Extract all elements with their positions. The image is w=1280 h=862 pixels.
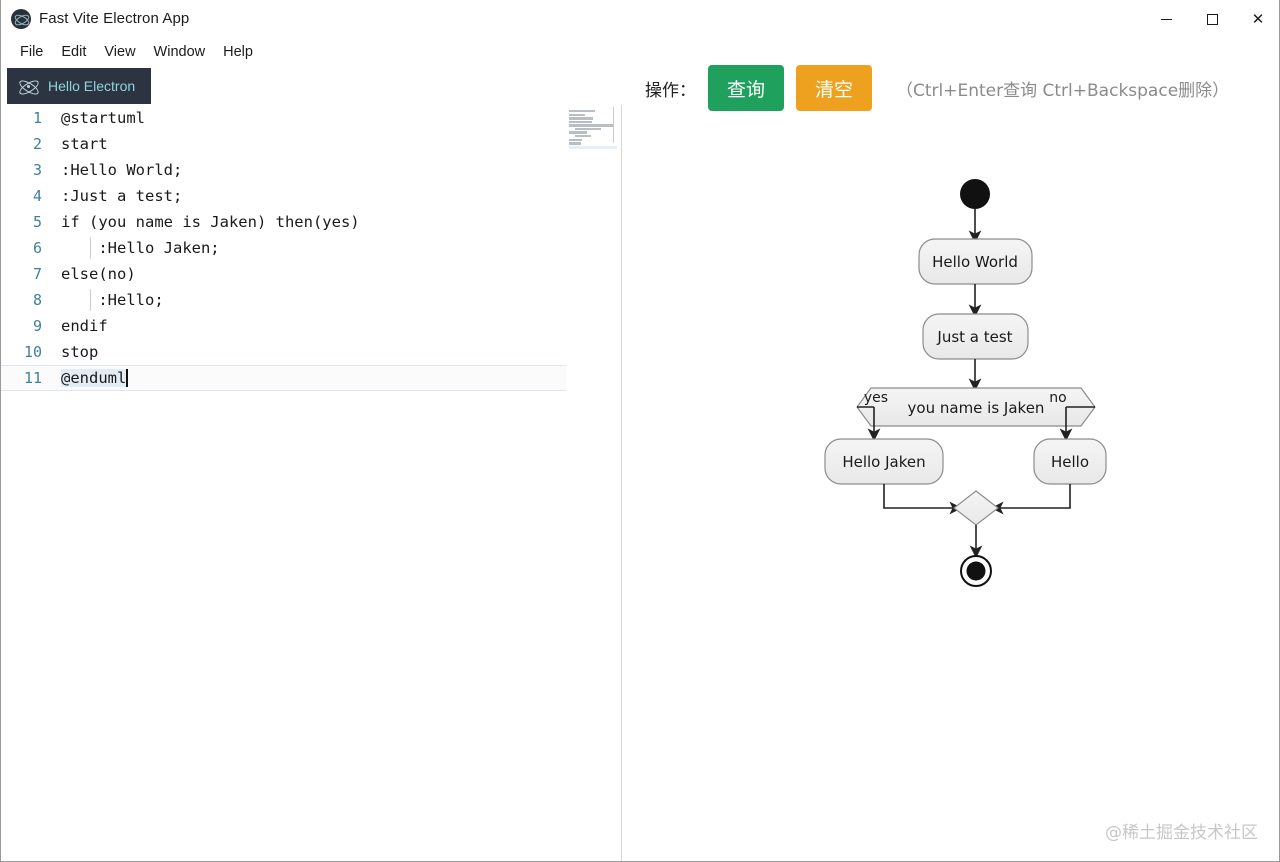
code-line[interactable]: 8 :Hello; [1, 287, 566, 313]
minimap-line [569, 117, 593, 120]
electron-atom-icon [17, 75, 39, 97]
code-line[interactable]: 9 endif [1, 313, 566, 339]
query-button[interactable]: 查询 [708, 65, 784, 111]
activity-label: Hello World [932, 253, 1018, 271]
line-number: 8 [32, 291, 42, 309]
uml-activity-diagram-svg: Hello World Just a test you name is Jake… [824, 179, 1107, 587]
line-content: if (you name is Jaken) then(yes) [61, 213, 360, 231]
code-line[interactable]: 10 stop [1, 339, 566, 365]
minimize-icon [1160, 18, 1172, 20]
menu-item-view[interactable]: View [104, 44, 136, 60]
minimap-line [569, 110, 595, 113]
minimap-line [569, 138, 582, 142]
close-button[interactable]: ✕ [1235, 0, 1279, 38]
line-content: start [61, 135, 108, 153]
tab-label: Hello Electron [48, 78, 136, 94]
menu-item-file[interactable]: File [20, 44, 44, 60]
branch-label-no: no [1049, 390, 1066, 406]
toolbar-label: 操作： [645, 80, 696, 101]
window-title: Fast Vite Electron App [39, 10, 190, 27]
activity-label: Hello [1051, 453, 1089, 471]
code-line[interactable]: 3 :Hello World; [1, 157, 566, 183]
line-number: 1 [32, 109, 42, 127]
edge-merge-right [990, 484, 1071, 515]
line-content: @startuml [61, 109, 145, 127]
code-line[interactable]: 5 if (you name is Jaken) then(yes) [1, 209, 566, 235]
line-number: 4 [32, 187, 42, 205]
minimap-line [575, 135, 591, 138]
line-content: :Hello; [61, 291, 164, 309]
line-content: else(no) [61, 265, 136, 283]
minimap-edge [613, 107, 614, 143]
line-content: :Hello Jaken; [61, 239, 220, 257]
line-number: 6 [32, 239, 42, 257]
activity-label: Hello Jaken [842, 453, 925, 471]
editor-pane: 1 @startuml 2 start 3 :Hello World; 4 :J… [1, 105, 622, 861]
merge-diamond-node [953, 490, 999, 526]
text-cursor [126, 369, 128, 387]
indent-guide [90, 289, 91, 311]
window-controls: ✕ [1143, 0, 1279, 38]
preview-toolbar: 操作： 查询 清空 （Ctrl+Enter查询 Ctrl+Backspace删除… [623, 60, 1279, 116]
activity-label: Just a test [936, 328, 1012, 346]
line-text-selected: @enduml [61, 369, 127, 387]
maximize-icon [1206, 13, 1218, 25]
code-line[interactable]: 6 :Hello Jaken; [1, 235, 566, 261]
edge-merge-left [883, 484, 963, 515]
line-content: :Hello World; [61, 161, 183, 179]
code-line[interactable]: 4 :Just a test; [1, 183, 566, 209]
electron-atom-icon [11, 8, 31, 29]
code-line[interactable]: 1 @startuml [1, 105, 566, 131]
indent-guide [90, 237, 91, 259]
editor-minimap[interactable] [569, 107, 617, 150]
line-content: :Just a test; [61, 187, 183, 205]
decision-label: you name is Jaken [908, 399, 1045, 417]
line-number: 10 [23, 343, 42, 361]
maximize-button[interactable] [1189, 0, 1235, 38]
menu-item-edit[interactable]: Edit [61, 44, 87, 60]
shortcut-hint: （Ctrl+Enter查询 Ctrl+Backspace删除） [896, 80, 1230, 101]
start-node [960, 179, 990, 209]
line-content: stop [61, 343, 99, 361]
minimap-line [569, 113, 585, 116]
close-icon: ✕ [1251, 9, 1265, 28]
minimap-line [569, 142, 581, 145]
line-number: 2 [32, 135, 42, 153]
code-line[interactable]: 7 else(no) [1, 261, 566, 287]
tab-strip: Hello Electron [7, 68, 152, 104]
minimap-line [569, 131, 587, 134]
line-number: 9 [32, 317, 42, 335]
line-content: @enduml [61, 365, 128, 391]
watermark: @稀土掘金技术社区 [1105, 823, 1258, 843]
menu-item-help[interactable]: Help [223, 44, 253, 60]
code-line[interactable]: 2 start [1, 131, 566, 157]
menu-item-window[interactable]: Window [153, 44, 206, 60]
end-node-inner [966, 561, 986, 581]
line-number: 11 [23, 369, 42, 387]
minimap-line [575, 127, 601, 131]
line-number: 5 [32, 213, 42, 231]
minimap-line [569, 124, 613, 127]
code-line-active[interactable]: 11 @enduml [1, 365, 566, 391]
tab-hello-electron[interactable]: Hello Electron [7, 68, 152, 104]
minimap-active-line [569, 145, 617, 149]
branch-label-yes: yes [864, 390, 888, 406]
line-number: 7 [32, 265, 42, 283]
code-editor[interactable]: 1 @startuml 2 start 3 :Hello World; 4 :J… [1, 105, 566, 861]
preview-pane: 操作： 查询 清空 （Ctrl+Enter查询 Ctrl+Backspace删除… [623, 60, 1279, 861]
minimap-line [569, 120, 592, 124]
clear-button[interactable]: 清空 [796, 65, 872, 111]
line-content: endif [61, 317, 108, 335]
line-number: 3 [32, 161, 42, 179]
minimize-button[interactable] [1143, 0, 1189, 38]
title-bar: Fast Vite Electron App ✕ [1, 0, 1279, 38]
uml-diagram: Hello World Just a test you name is Jake… [623, 116, 1279, 861]
